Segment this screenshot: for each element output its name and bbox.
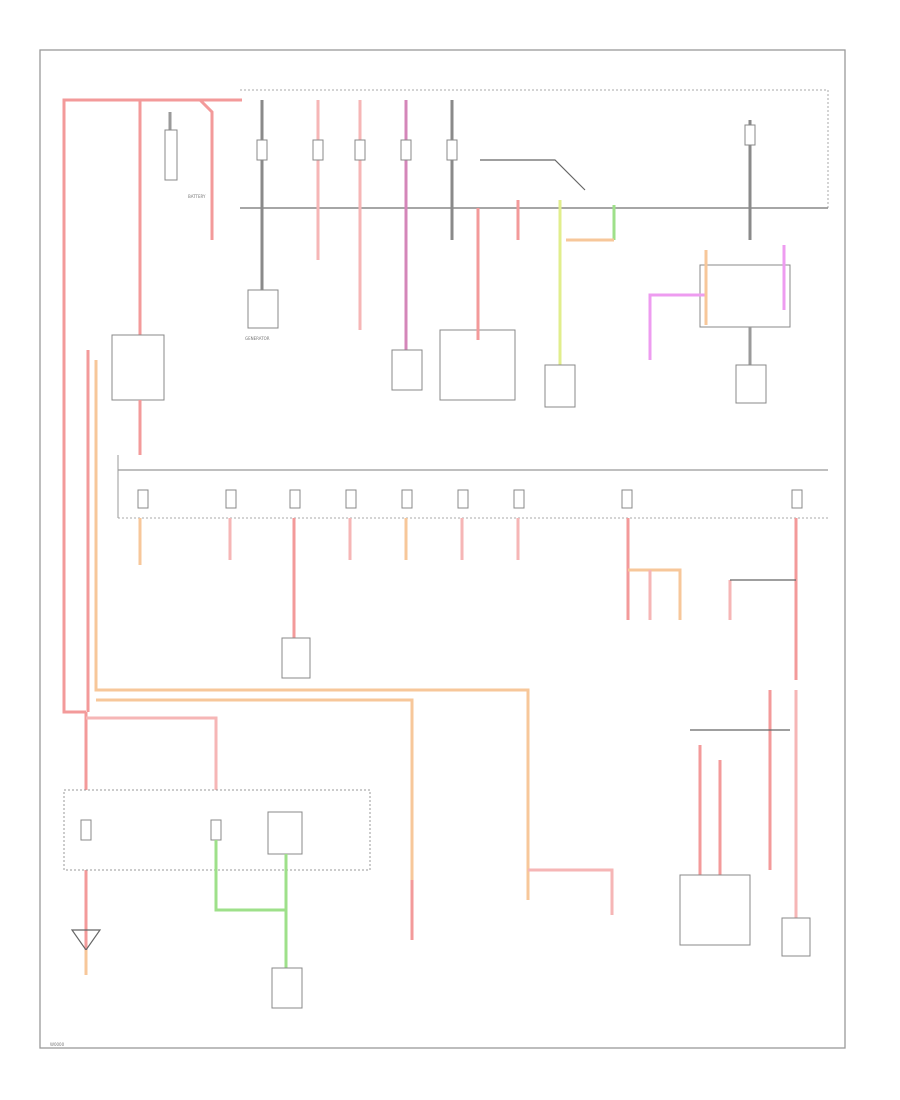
- top-fuse-3: [354, 139, 366, 161]
- right-relay-block: [699, 264, 791, 328]
- megafuse-block: [111, 334, 165, 401]
- mid-fuse-9: [791, 489, 803, 509]
- generator-component: [247, 289, 279, 329]
- mid-wire-8b: [628, 568, 682, 620]
- left-feed-orange: [94, 360, 530, 900]
- powertrain-relay: [544, 364, 576, 408]
- rear-defrost-block: [679, 874, 751, 946]
- lower-green-wire: [214, 840, 288, 970]
- lower-component: [271, 967, 303, 1009]
- underhood-box-outline: [240, 89, 829, 208]
- battery-branch-wire: [198, 98, 214, 240]
- mid-fuse-1: [137, 489, 149, 509]
- top-fuse-2: [312, 139, 324, 161]
- generator-label: GENERATOR: [245, 336, 270, 341]
- mid-fuse-4: [345, 489, 357, 509]
- footer-code: W0000: [50, 1042, 65, 1047]
- mid-fuse-3: [289, 489, 301, 509]
- rear-window-component: [781, 917, 811, 957]
- violet-wire-left: [648, 293, 705, 360]
- lower-fuse-2: [210, 819, 222, 841]
- battery-main-wire: [62, 98, 242, 714]
- top-fuse-right: [744, 124, 756, 146]
- lower-pink-main: [86, 716, 218, 790]
- top-fuse-5: [446, 139, 458, 161]
- mid-fuse-5: [401, 489, 413, 509]
- mid-component-3: [281, 637, 311, 679]
- lower-fuse-1: [80, 819, 92, 841]
- battery-symbol: [164, 129, 178, 181]
- ground-switch: [70, 929, 102, 952]
- pcm-block: [439, 329, 516, 401]
- right-component: [735, 364, 767, 404]
- battery-label: BATTERY: [188, 194, 206, 199]
- diagram-border: [39, 49, 846, 1049]
- mid-fuse-8: [621, 489, 633, 509]
- mid-fuse-row: [137, 489, 803, 509]
- fuel-pump-relay: [391, 349, 423, 391]
- mid-fuse-7: [513, 489, 525, 509]
- mid-fuse-2: [225, 489, 237, 509]
- top-fuse-4: [400, 139, 412, 161]
- generator-fuse: [256, 139, 268, 161]
- relay-right-wire: [528, 868, 614, 915]
- lower-relay: [267, 811, 303, 855]
- ignition-switch: [480, 159, 586, 191]
- mid-fuse-6: [457, 489, 469, 509]
